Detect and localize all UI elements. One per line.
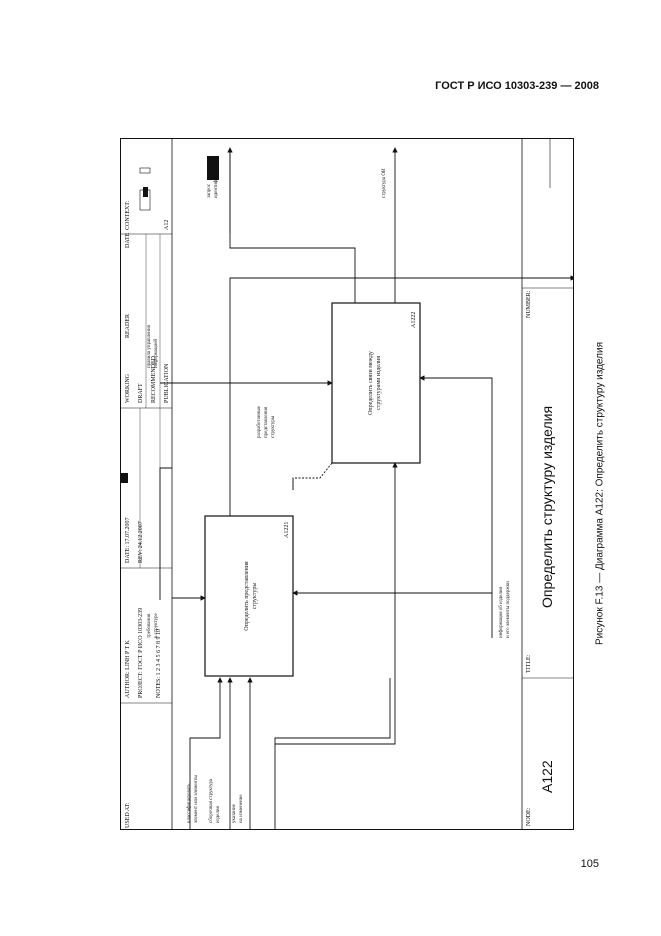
arrows: [159, 147, 574, 830]
form-title-label: TITLE:: [526, 654, 532, 673]
box1-line1: Определить представления: [244, 561, 250, 631]
form-rev: REV: 24.12.2007: [138, 521, 144, 563]
input-label-1b: элемент или элементы: [194, 775, 199, 823]
form-project: PROJECT: ГОСТ Р ИСО 10303-239: [138, 608, 144, 698]
tunnel-label-c: структуры: [271, 415, 276, 438]
form-context: CONTEXT:: [125, 200, 131, 230]
input-label-2b: изделия: [216, 806, 221, 823]
output-label-1b: идентификатора: [214, 163, 219, 198]
box1-line2: структуры: [252, 583, 258, 610]
form-reader: READER: [125, 314, 131, 338]
form-footer: NODE: A122 TITLE: Определить структуру и…: [521, 138, 574, 830]
output-label-2: структура ОИ: [382, 168, 387, 198]
control-label-2b: информацией: [154, 339, 159, 368]
page-header: ГОСТ Р ИСО 10303-239 — 2008: [435, 80, 599, 92]
form-date2: DATE: [125, 232, 131, 248]
box2-line1: Определить связи между: [368, 351, 374, 415]
input-label-2a: сборочная структура: [209, 778, 214, 823]
arrow-labels: классифицировать элемент или элементы сб…: [147, 163, 511, 823]
mechanism-label-a: информация об изделии: [499, 586, 504, 638]
figure-caption: Рисунок F.13 — Диаграмма А122: Определит…: [594, 342, 606, 645]
mechanism-label-b: и его элементы поддержки: [506, 581, 511, 638]
form-used-at: USED AT:: [125, 802, 131, 828]
box2-line2: структурами изделия: [376, 356, 382, 410]
control-label-1b: к структуре: [154, 612, 159, 638]
control-label-2a: правила управления: [147, 324, 152, 368]
form-node-label: NODE:: [526, 807, 532, 826]
form-notes: NOTES: 1 2 3 4 5 6 7 8 9 10: [156, 629, 162, 698]
activity-box-a1221: Определить представления структуры A1221: [204, 515, 294, 677]
input-label-3b: на изменение: [239, 794, 244, 823]
form-title-value: Определить структуру изделия: [539, 406, 555, 608]
form-node-value: A122: [539, 760, 555, 793]
output-label-1a: запрос: [207, 183, 212, 198]
form-date: DATE: 17.07.2007: [125, 518, 131, 564]
form-context-node: A12: [164, 220, 170, 230]
form-number-label: NUMBER:: [526, 290, 532, 318]
control-label-1a: требования: [147, 613, 152, 638]
form-working: WORKING: [125, 373, 131, 403]
input-label-3a: указание: [232, 803, 237, 823]
tunnel-label-b: представления: [264, 406, 269, 438]
form-author: AUTHOR: LINH P T K: [125, 639, 131, 698]
page-number: 105: [580, 858, 599, 870]
form-recommended: RECOMMENDED: [151, 355, 157, 403]
tunnel-label-a: разработанные: [257, 405, 262, 438]
form-draft: DRAFT: [138, 383, 144, 403]
activity-box-a1222: Определить связи между структурами издел…: [331, 302, 421, 464]
box1-id: A1221: [284, 522, 290, 538]
box2-id: A1222: [411, 312, 417, 328]
form-header: USED AT: AUTHOR: LINH P T K PROJECT: ГОС…: [120, 138, 219, 830]
idef0-diagram-frame: USED AT: AUTHOR: LINH P T K PROJECT: ГОС…: [120, 138, 574, 830]
input-label-1a: классифицировать: [187, 783, 192, 823]
